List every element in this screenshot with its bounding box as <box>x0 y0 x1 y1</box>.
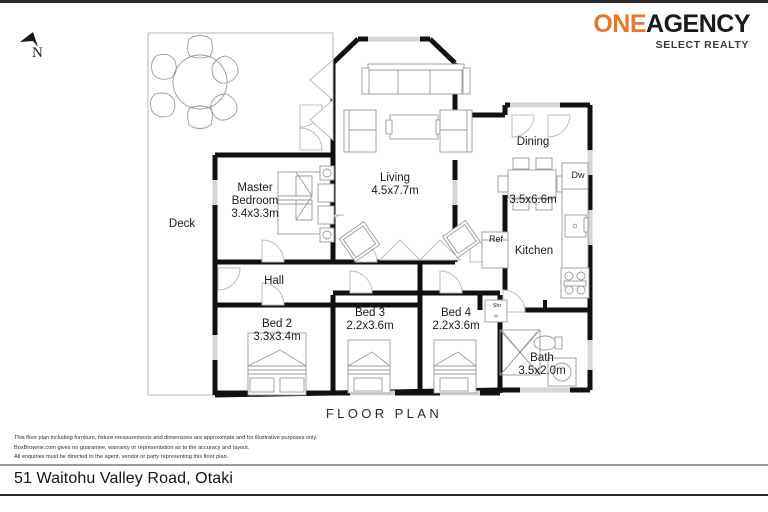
room-label-dining-dimensions: 3.5x6.6m <box>509 194 557 206</box>
bed-2-furniture <box>247 332 307 396</box>
laundry-corner <box>502 331 538 373</box>
floor-plan-drawing: .w { stroke:#111; stroke-width:5; fill:n… <box>147 32 593 398</box>
address-divider-bottom <box>0 494 768 496</box>
floor-plan-title: FLOOR PLAN <box>325 406 443 421</box>
dining-furniture <box>497 157 568 211</box>
room-label-living: Living 4.5x7.7m <box>371 172 419 197</box>
property-address: 51 Waitohu Valley Road, Otaki <box>14 470 234 487</box>
one-agency-logo: ONEAGENCY SELECT REALTY <box>593 12 750 51</box>
disclaimer-line-1: This floor plan including furniture, fix… <box>14 435 318 441</box>
disclaimer-line-2: BoxBrownie.com gives no guarantee, warra… <box>14 444 250 451</box>
bed-4-furniture <box>433 339 477 394</box>
master-bedroom-furniture <box>277 165 335 243</box>
logo-wordmark: ONEAGENCY <box>593 12 750 37</box>
fixture-label-shower: Shr <box>492 303 502 309</box>
logo-one-text: ONE <box>593 10 647 38</box>
fixture-label-dishwasher: Dw <box>571 170 585 180</box>
living-room-furniture <box>338 63 481 263</box>
room-label-deck: Deck <box>168 218 196 230</box>
room-label-bed-3: Bed 3 2.2x3.6m <box>346 307 394 332</box>
deck-outdoor-table-set <box>150 35 239 129</box>
room-label-bath: Bath 3.5x2.0m <box>518 352 566 377</box>
logo-tagline: SELECT REALTY <box>655 39 749 51</box>
logo-agency-text: AGENCY <box>646 10 750 38</box>
room-label-master-bedroom: Master Bedroom 3.4x3.3m <box>231 182 279 220</box>
room-label-bed-4: Bed 4 2.2x3.6m <box>432 307 480 332</box>
room-label-kitchen: Kitchen <box>514 245 554 257</box>
svg-text:N: N <box>32 45 43 61</box>
disclaimer-line-3: All enquiries must be directed to the ag… <box>14 454 229 461</box>
top-divider <box>0 0 768 3</box>
room-label-dining: Dining <box>516 136 550 148</box>
interior-walls <box>215 155 590 393</box>
disclaimer-text: This floor plan including furniture, fix… <box>14 434 534 463</box>
room-label-bed-2: Bed 2 3.3x3.4m <box>253 318 301 343</box>
address-divider-top <box>0 464 768 466</box>
fixture-label-refrigerator: Ref <box>488 234 503 244</box>
room-label-hall: Hall <box>264 275 284 287</box>
north-arrow-icon: N <box>16 28 56 68</box>
kitchen-fixtures <box>481 162 590 299</box>
bed-3-furniture <box>347 339 391 394</box>
